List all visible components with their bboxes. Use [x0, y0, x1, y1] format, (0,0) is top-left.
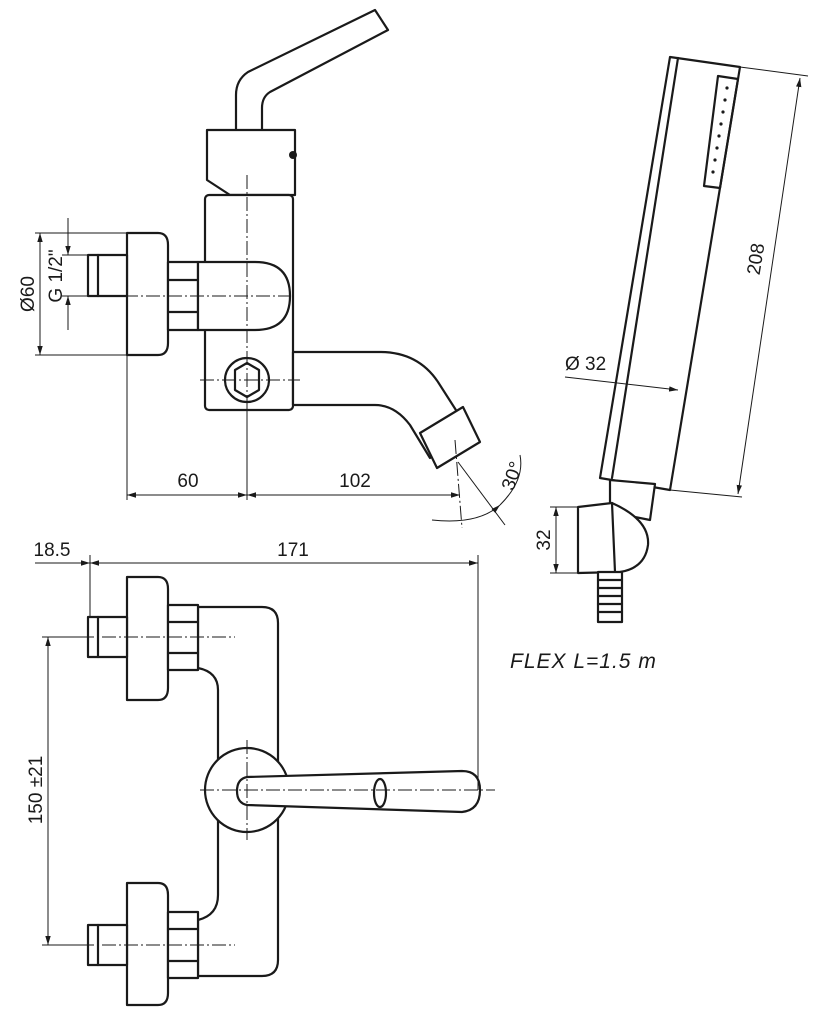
- spray-face: [702, 74, 740, 190]
- wall-flange: [125, 231, 170, 357]
- hose-length-note: FLEX L=1.5 m: [510, 650, 657, 673]
- dim-overall-width: 171: [277, 540, 309, 561]
- handle-lever-front: [235, 769, 482, 814]
- top-flange: [125, 575, 170, 702]
- bottom-flange: [125, 881, 170, 1007]
- dim-shower-length: 208: [744, 242, 770, 277]
- dim-holder-height: 32: [534, 529, 555, 550]
- dim-spout-angle: 30°: [498, 459, 528, 493]
- hand-shower: 208 Ø 32 32 FLEX L=1.5 m: [510, 55, 809, 673]
- dim-axis-to-spout: 102: [339, 471, 371, 492]
- inlet-pipe: [86, 253, 129, 298]
- front-view: 18.5 171 150 ±21: [26, 540, 495, 1007]
- dim-shower-diameter: Ø 32: [565, 354, 606, 375]
- lever-handle: [234, 8, 390, 132]
- dim-inlet-spacing: 150 ±21: [26, 756, 47, 825]
- side-view: Ø60 G 1/2" 60 102 30°: [18, 8, 528, 529]
- dim-flange-diameter: Ø60: [18, 276, 39, 312]
- dim-eccentric-depth: 18.5: [34, 540, 71, 561]
- spout-outlet: [418, 405, 482, 470]
- dim-thread: G 1/2": [46, 249, 67, 302]
- dim-wall-to-axis: 60: [177, 471, 198, 492]
- handle-base: [205, 128, 297, 197]
- hose: [596, 570, 624, 624]
